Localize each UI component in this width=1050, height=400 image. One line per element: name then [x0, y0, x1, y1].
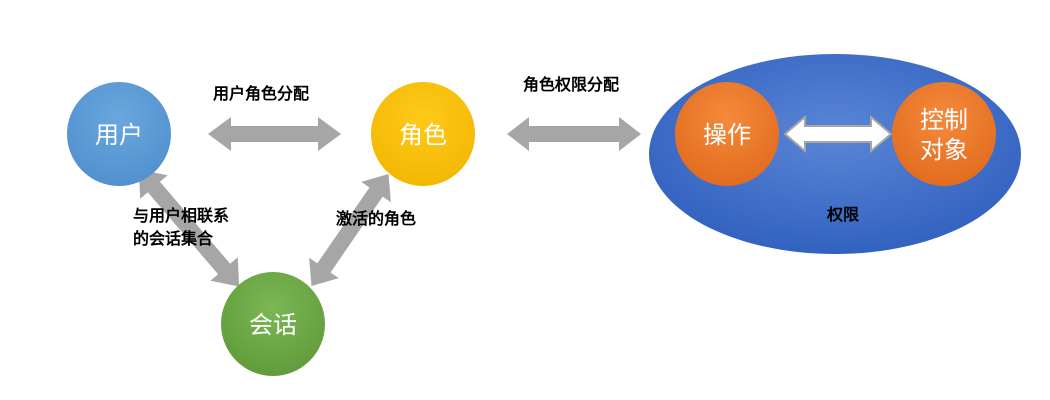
operation-node-label: 操作 — [703, 121, 751, 149]
control-object-label-line1: 控制 — [920, 106, 968, 134]
arrow-user-session — [138, 169, 240, 287]
edge-label-user-role: 用户角色分配 — [213, 84, 309, 103]
edge-label-user-session-line2: 的会话集合 — [133, 229, 214, 248]
arrow-user-role — [208, 117, 341, 151]
permission-label: 权限 — [826, 205, 860, 224]
arrow-role-permission — [507, 117, 641, 151]
session-node[interactable] — [221, 272, 325, 376]
arrow-operation-object — [783, 114, 893, 154]
session-node-label: 会话 — [249, 311, 297, 339]
user-node-label: 用户 — [95, 121, 143, 149]
role-node-label: 角色 — [399, 121, 447, 149]
operation-node[interactable] — [675, 82, 779, 186]
edge-label-role-permission: 角色权限分配 — [523, 75, 619, 94]
role-node[interactable] — [371, 82, 475, 186]
arrow-session-role — [309, 173, 391, 287]
edge-label-session-role: 激活的角色 — [336, 209, 416, 228]
user-node[interactable] — [67, 82, 171, 186]
control-object-label-line2: 对象 — [920, 136, 968, 164]
control-object-node[interactable] — [892, 82, 996, 186]
edge-label-user-session-line1: 与用户相联系 — [133, 206, 229, 225]
